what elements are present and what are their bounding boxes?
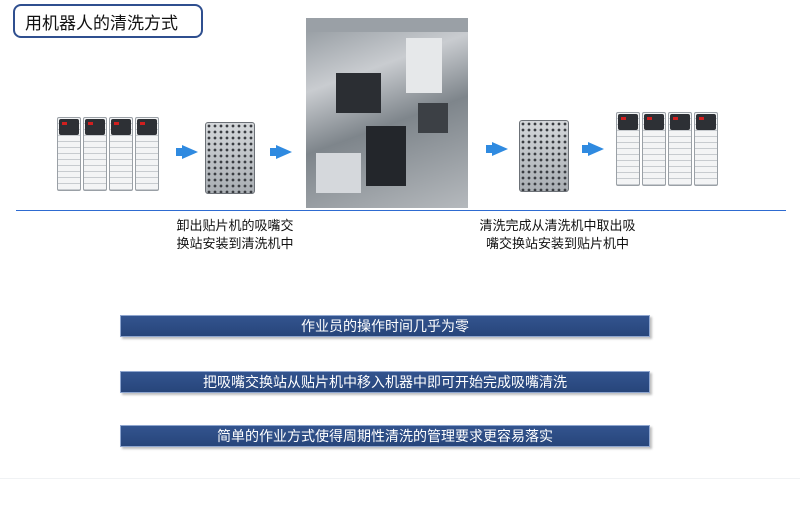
feeder-unit [616, 112, 640, 186]
feeder-unit [109, 117, 133, 191]
arrow-right-icon [270, 145, 292, 159]
benefit-bar-1: 作业员的操作时间几乎为零 [120, 315, 650, 337]
page-title: 用机器人的清洗方式 [13, 4, 203, 38]
nozzle-exchange-station-left [205, 122, 255, 194]
divider-line [16, 210, 786, 211]
benefit-bar-1-text: 作业员的操作时间几乎为零 [301, 319, 469, 335]
caption-right: 清洗完成从清洗机中取出吸 嘴交换站安装到贴片机中 [460, 218, 655, 254]
page-title-text: 用机器人的清洗方式 [25, 13, 178, 34]
benefit-bar-2: 把吸嘴交换站从贴片机中移入机器中即可开始完成吸嘴清洗 [120, 371, 650, 393]
arrow-right-icon [176, 145, 198, 159]
caption-left-line-2: 换站安装到清洗机中 [176, 237, 294, 252]
feeder-unit [694, 112, 718, 186]
arrow-right-icon [486, 142, 508, 156]
benefit-bar-3: 简单的作业方式使得周期性清洗的管理要求更容易落实 [120, 425, 650, 447]
feeder-units-right [616, 112, 718, 186]
feeder-unit [135, 117, 159, 191]
feeder-unit [57, 117, 81, 191]
benefit-bar-3-text: 简单的作业方式使得周期性清洗的管理要求更容易落实 [217, 429, 553, 445]
caption-left: 卸出贴片机的吸嘴交 换站安装到清洗机中 [160, 218, 310, 254]
caption-right-line-1: 清洗完成从清洗机中取出吸 [479, 219, 636, 234]
footer-divider [0, 478, 800, 479]
feeder-units-left [57, 117, 159, 191]
benefit-bar-2-text: 把吸嘴交换站从贴片机中移入机器中即可开始完成吸嘴清洗 [203, 375, 567, 391]
caption-right-line-2: 嘴交换站安装到贴片机中 [485, 237, 629, 252]
feeder-unit [668, 112, 692, 186]
feeder-unit [642, 112, 666, 186]
caption-left-line-1: 卸出贴片机的吸嘴交 [176, 219, 294, 234]
nozzle-exchange-station-right [519, 120, 569, 192]
feeder-unit [83, 117, 107, 191]
arrow-right-icon [582, 142, 604, 156]
cleaning-machine-photo [306, 18, 468, 208]
